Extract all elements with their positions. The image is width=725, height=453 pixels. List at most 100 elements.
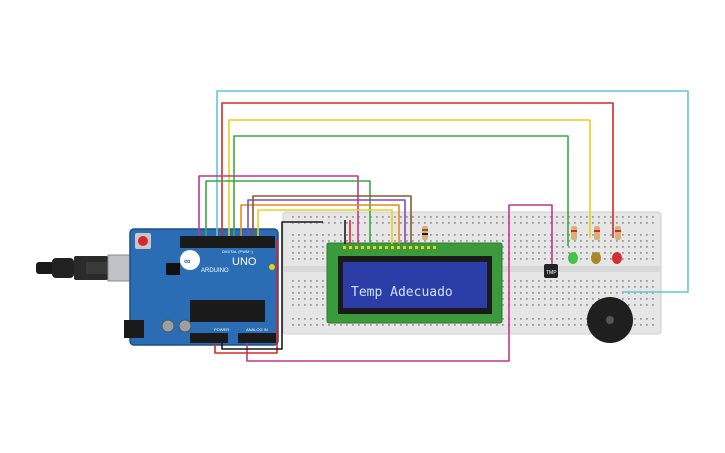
breadboard-hole [628,246,630,248]
breadboard-hole [394,324,396,326]
breadboard-hole [604,286,606,288]
breadboard-hole [460,324,462,326]
breadboard-hole [544,298,546,300]
breadboard-hole [538,324,540,326]
breadboard-hole [328,216,330,218]
breadboard-hole [514,252,516,254]
breadboard-hole [490,234,492,236]
breadboard-hole [364,324,366,326]
wire-brown [252,195,412,244]
breadboard-hole [370,240,372,242]
breadboard-hole [316,222,318,224]
breadboard-hole [460,240,462,242]
breadboard-hole [466,324,468,326]
lcd-resistor [422,226,428,240]
breadboard-hole [598,216,600,218]
breadboard-hole [640,222,642,224]
breadboard-hole [346,216,348,218]
breadboard-hole [652,318,654,320]
breadboard-hole [472,324,474,326]
svg-text:∞: ∞ [184,256,191,266]
breadboard-hole [580,234,582,236]
breadboard-hole [634,240,636,242]
breadboard-hole [538,240,540,242]
breadboard-hole [586,298,588,300]
breadboard-hole [436,222,438,224]
breadboard-hole [634,222,636,224]
breadboard-hole [532,222,534,224]
breadboard-hole [580,216,582,218]
breadboard-hole [352,216,354,218]
breadboard-hole [538,246,540,248]
arduino-board[interactable]: ∞ ARDUINO UNO DIGITAL (PWM~) POWER ANALO… [124,228,279,346]
breadboard-hole [640,246,642,248]
breadboard-hole [292,304,294,306]
breadboard-hole [310,258,312,260]
breadboard-hole [328,222,330,224]
breadboard-hole [298,298,300,300]
breadboard-hole [472,216,474,218]
breadboard-hole [568,252,570,254]
lcd-pin [367,246,370,249]
breadboard-hole [592,292,594,294]
breadboard-hole [454,234,456,236]
breadboard-hole [478,324,480,326]
breadboard-hole [592,240,594,242]
breadboard-hole [292,252,294,254]
reset-button[interactable] [138,236,148,246]
breadboard-hole [298,234,300,236]
breadboard-hole [556,258,558,260]
breadboard-hole [304,292,306,294]
breadboard-hole [556,298,558,300]
breadboard-hole [436,234,438,236]
breadboard-hole [400,234,402,236]
breadboard-hole [502,318,504,320]
wire-purple [247,199,406,244]
breadboard-hole [604,258,606,260]
breadboard-hole [526,280,528,282]
breadboard-hole [328,234,330,236]
breadboard-hole [316,234,318,236]
breadboard-hole [628,286,630,288]
breadboard-hole [580,258,582,260]
breadboard-hole [496,240,498,242]
breadboard-hole [550,258,552,260]
breadboard-hole [460,216,462,218]
breadboard-hole [304,280,306,282]
wire-black-bottom [221,236,283,350]
breadboard-hole [466,234,468,236]
breadboard-hole [598,252,600,254]
breadboard-hole [634,216,636,218]
breadboard-hole [502,252,504,254]
breadboard-hole [520,318,522,320]
breadboard-hole [622,292,624,294]
breadboard-hole [622,216,624,218]
breadboard-hole [502,216,504,218]
breadboard-hole [628,216,630,218]
breadboard-hole [580,240,582,242]
breadboard-hole [490,240,492,242]
breadboard-hole [544,280,546,282]
lcd-pin [397,246,400,249]
lcd-pin [385,246,388,249]
breadboard-hole [394,216,396,218]
breadboard-hole [490,216,492,218]
breadboard-hole [394,222,396,224]
breadboard-hole [382,222,384,224]
power-label: POWER [214,327,229,332]
digital-header [180,236,275,248]
breadboard-hole [514,222,516,224]
wire-green [233,135,569,246]
breadboard-hole [442,234,444,236]
breadboard-hole [538,280,540,282]
breadboard-hole [538,216,540,218]
wire-black-top [281,221,323,236]
breadboard-hole [640,286,642,288]
breadboard-hole [382,240,384,242]
breadboard-hole [304,298,306,300]
breadboard-hole [568,318,570,320]
breadboard-hole [562,216,564,218]
breadboard-hole [448,234,450,236]
breadboard-hole [466,240,468,242]
breadboard-hole [592,234,594,236]
